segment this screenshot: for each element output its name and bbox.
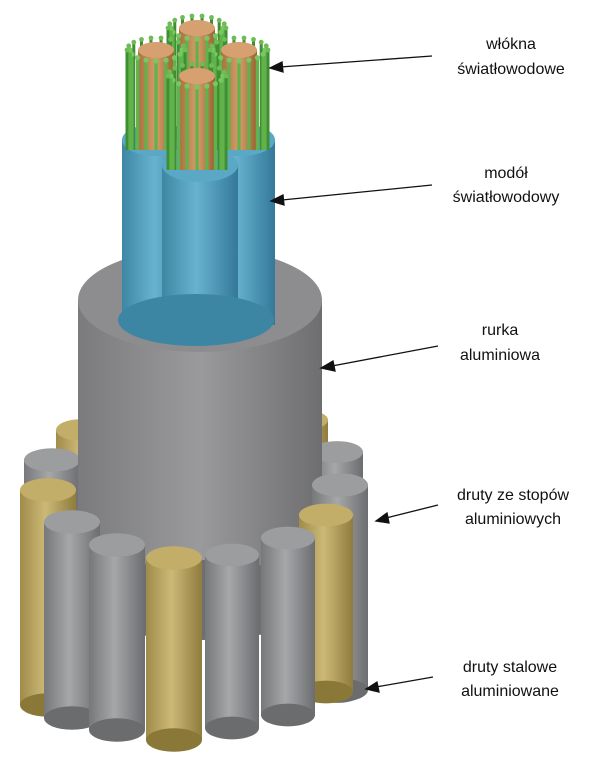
label-fibers-line1: włókna (485, 36, 536, 53)
label-module-line1: modół (484, 165, 528, 182)
optical-modules (118, 13, 275, 346)
front-wire-right-3 (261, 526, 315, 727)
label-alloy-wires-line1: druty ze stopów (457, 487, 570, 504)
label-module-line2: światłowodowy (453, 189, 560, 206)
label-module: modół światłowodowy (453, 165, 560, 206)
label-fibers-line2: światłowodowe (457, 61, 565, 78)
label-steel-wires: druty stalowe aluminiowane (461, 659, 559, 700)
label-fibers: włókna światłowodowe (457, 36, 565, 78)
label-steel-wires-line2: aluminiowane (461, 683, 559, 700)
label-steel-wires-line1: druty stalowe (463, 659, 557, 676)
label-alloy-wires: druty ze stopów aluminiowych (457, 487, 570, 528)
core-front-with-fibers (165, 61, 229, 170)
label-tube-line2: aluminiowa (460, 347, 540, 364)
front-wire-left-3 (89, 533, 145, 742)
core-right-with-fibers (207, 35, 271, 150)
label-tube: rurka aluminiowa (460, 322, 540, 364)
front-wire-front-right (205, 543, 259, 740)
front-wires (20, 473, 368, 752)
front-wire-gold-front (146, 546, 202, 752)
label-alloy-wires-line2: aluminiowych (465, 511, 561, 528)
label-tube-line1: rurka (482, 322, 519, 339)
leader-lines (268, 55, 439, 693)
